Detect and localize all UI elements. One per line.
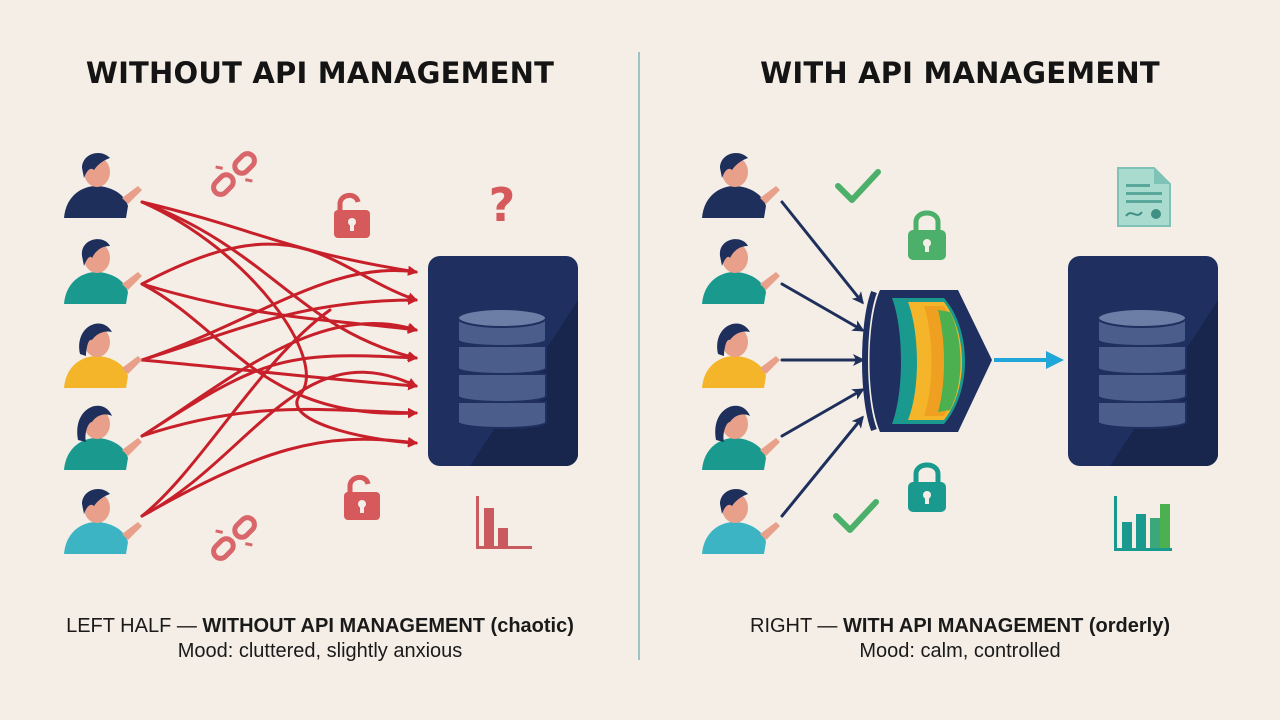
unlocked-padlock-icon — [344, 475, 380, 520]
question-mark-icon: ? — [489, 178, 516, 232]
right-panel-caption: RIGHT — WITH API MANAGEMENT (orderly) Mo… — [640, 614, 1280, 664]
check-mark-icon — [835, 169, 881, 203]
right-caption-heading: RIGHT — WITH API MANAGEMENT (orderly) — [640, 614, 1280, 639]
bar-chart-icon — [1114, 496, 1172, 551]
right-panel-title: WITH API MANAGEMENT — [760, 56, 1160, 90]
orderly-connections — [780, 200, 865, 518]
left-panel-title: WITHOUT API MANAGEMENT — [85, 56, 555, 90]
bar-chart-icon — [476, 496, 532, 549]
unlocked-padlock-icon — [334, 193, 370, 238]
broken-link-icon — [211, 151, 257, 197]
user-icon — [702, 489, 780, 554]
user-icon — [64, 489, 142, 554]
chaotic-connections — [140, 200, 418, 518]
broken-link-icon — [211, 515, 257, 561]
locked-padlock-icon — [908, 210, 946, 260]
database-server-icon — [1068, 256, 1218, 466]
user-icon — [64, 239, 142, 304]
left-caption-prefix: LEFT HALF — — [66, 615, 203, 637]
panel-divider — [638, 52, 640, 660]
right-caption-mood: Mood: calm, controlled — [859, 640, 1061, 662]
left-caption-bold: WITHOUT API MANAGEMENT (chaotic) — [202, 615, 574, 637]
document-icon — [1117, 167, 1171, 227]
user-icon — [64, 153, 142, 218]
left-caption-heading: LEFT HALF — WITHOUT API MANAGEMENT (chao… — [0, 614, 640, 639]
user-icon — [64, 323, 142, 388]
user-icon — [702, 323, 780, 388]
user-icon — [64, 405, 142, 470]
right-caption-prefix: RIGHT — — [750, 615, 843, 637]
left-caption-mood: Mood: cluttered, slightly anxious — [177, 640, 463, 662]
left-panel-caption: LEFT HALF — WITHOUT API MANAGEMENT (chao… — [0, 614, 640, 664]
user-icon — [702, 153, 780, 218]
user-icon — [702, 405, 780, 470]
check-mark-icon — [833, 499, 879, 533]
user-icon — [702, 239, 780, 304]
locked-padlock-icon — [908, 462, 946, 512]
database-server-icon — [428, 256, 578, 466]
api-gateway-funnel-icon — [862, 290, 992, 432]
right-caption-bold: WITH API MANAGEMENT (orderly) — [842, 615, 1170, 637]
